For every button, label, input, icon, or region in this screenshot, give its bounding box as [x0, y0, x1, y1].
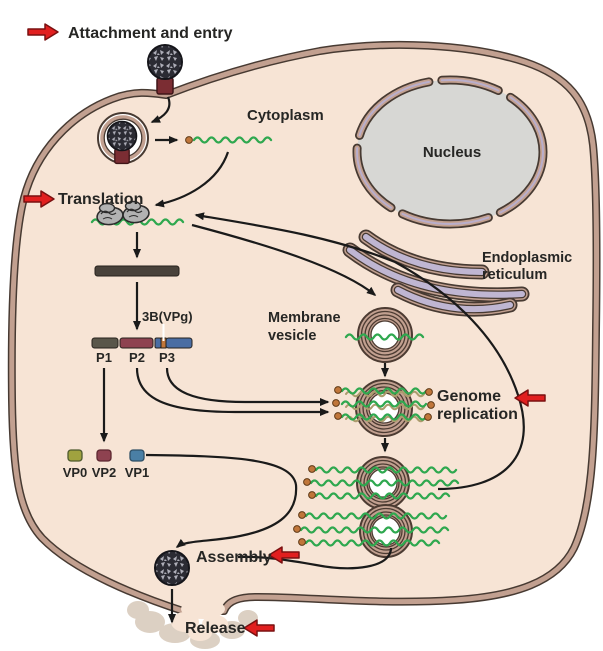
- label-translation: Translation: [58, 191, 143, 208]
- rna-strands: [90, 136, 460, 547]
- p3a-segment: [154, 337, 162, 349]
- vp2-square: [96, 449, 112, 462]
- label-vp1: VP1: [125, 465, 150, 480]
- p3-segment: [165, 337, 193, 349]
- entry-arrow: [150, 96, 171, 124]
- vesicle-rna: [344, 333, 425, 341]
- vp1-to-assembly-arrow: [145, 453, 298, 548]
- entry-genome-rna: [192, 136, 273, 144]
- vp1-square: [129, 449, 145, 462]
- genome-to-ribosome-arrow: [154, 151, 230, 208]
- label-vpg: 3B(VPg): [142, 309, 193, 324]
- p2-to-replication-arrow: [135, 367, 330, 416]
- mrna-to-vesicle-arrow: [191, 223, 377, 296]
- capsid-icon: [106, 120, 138, 152]
- endosome-vesicle: [97, 112, 149, 165]
- label-er-line1: Endoplasmic: [482, 250, 572, 266]
- lysis-burst: [127, 599, 258, 649]
- label-p3: P3: [159, 350, 175, 365]
- p1-segment: [91, 337, 119, 349]
- label-attachment: Attachment and entry: [68, 25, 233, 42]
- capsid-icon: [147, 44, 183, 80]
- attachment-step-arrow-icon: [27, 23, 59, 41]
- label-p1: P1: [96, 350, 112, 365]
- precursor-bar: [91, 337, 193, 349]
- replication-vesicle-3: [359, 504, 413, 558]
- label-p2: P2: [129, 350, 145, 365]
- label-nucleus: Nucleus: [423, 144, 481, 161]
- label-cytoplasm: Cytoplasm: [247, 107, 324, 124]
- label-membrane-vesicle-line2: vesicle: [268, 328, 316, 344]
- replication-to-translation-arrow: [194, 212, 525, 491]
- genome-to-assembly-curve: [237, 547, 393, 570]
- label-membrane-vesicle-line1: Membrane: [268, 310, 341, 326]
- membrane-vesicle: [357, 307, 413, 363]
- label-er-line2: reticulum: [482, 267, 547, 283]
- label-assembly: Assembly: [196, 549, 272, 566]
- assembled-virion: [154, 550, 190, 586]
- vpg-dots: [185, 136, 435, 546]
- label-genome-replication-line1: Genome: [437, 388, 501, 405]
- label-vp2: VP2: [92, 465, 117, 480]
- label-vp0: VP0: [63, 465, 88, 480]
- p3-to-replication-arrow: [165, 367, 330, 406]
- label-release: Release: [185, 620, 246, 637]
- label-genome-replication-line2: replication: [437, 406, 518, 423]
- polyprotein-bar: [94, 265, 180, 277]
- p2-segment: [119, 337, 154, 349]
- receptor: [156, 77, 174, 95]
- vp0-square: [67, 449, 83, 462]
